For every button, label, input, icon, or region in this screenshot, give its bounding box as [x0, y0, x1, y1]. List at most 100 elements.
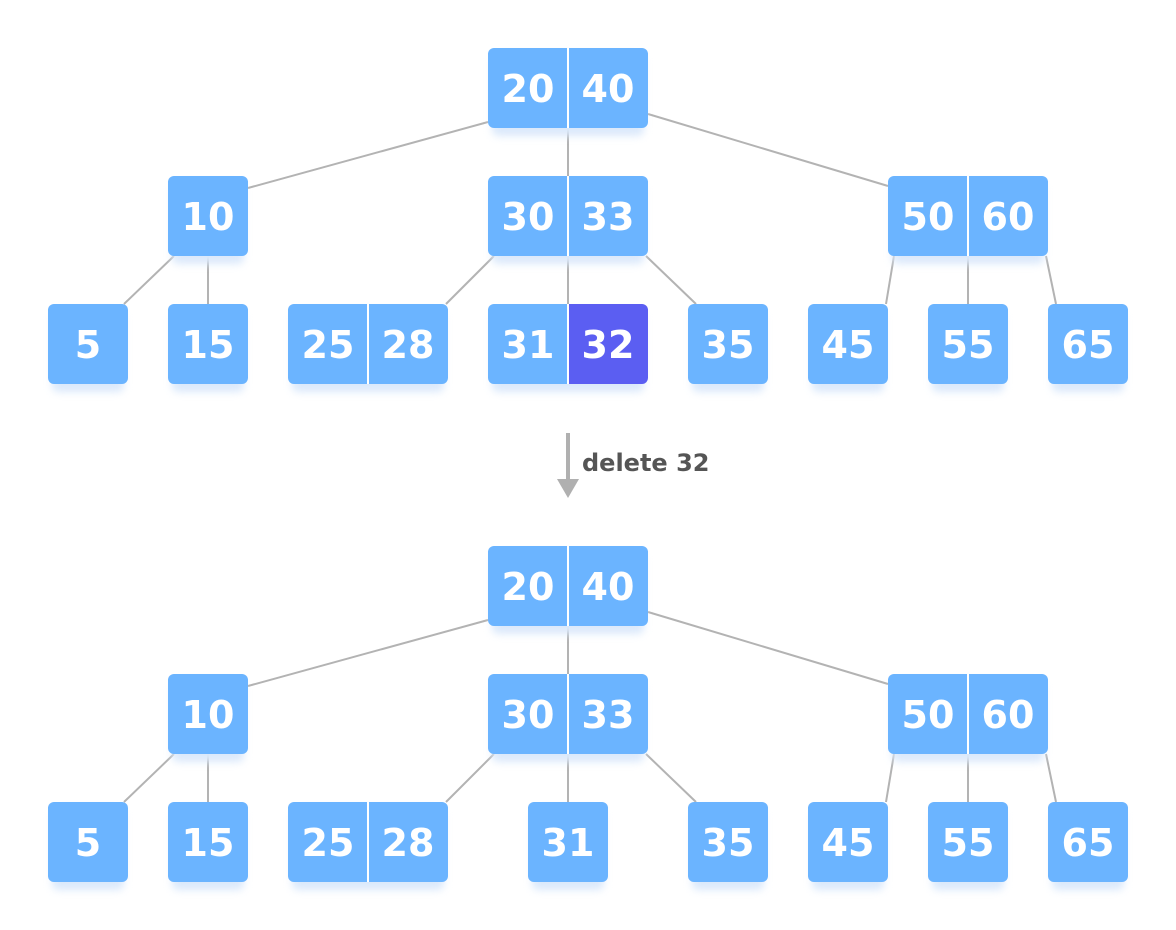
key-cell-fill	[968, 176, 976, 256]
after-leaf-node-3: 31	[528, 802, 608, 890]
key-label: 40	[582, 67, 635, 111]
key-cell	[168, 802, 248, 882]
before-leaf-node-1: 15	[168, 304, 248, 392]
key-label: 65	[1062, 323, 1115, 367]
key-cell	[288, 802, 368, 882]
key-cell	[488, 176, 568, 256]
key-cell-fill	[360, 304, 368, 384]
before-edge-root-to-internal-2	[647, 113, 889, 187]
key-label: 5	[75, 821, 101, 865]
before-internal-node-0: 10	[168, 176, 248, 264]
key-cell-fill	[368, 802, 376, 882]
key-cell-fill	[568, 546, 576, 626]
after-edge-internal-1-to-leaf-2	[445, 753, 495, 803]
key-label: 10	[182, 693, 235, 737]
key-cell-fill	[360, 802, 368, 882]
before-leaf-node-3: 31 32	[488, 304, 648, 392]
key-cell-fill	[568, 674, 576, 754]
highlighted-key-cell	[568, 304, 648, 384]
key-cell	[488, 546, 568, 626]
key-label: 50	[902, 195, 955, 239]
after-edge-root-to-internal-2	[647, 611, 889, 685]
before-leaf-node-0: 5	[48, 304, 128, 392]
key-cell	[488, 674, 568, 754]
key-label: 30	[502, 693, 555, 737]
before-leaf-node-7: 65	[1048, 304, 1128, 392]
key-cell-fill	[560, 546, 568, 626]
key-cell-fill	[568, 304, 576, 384]
key-label: 28	[382, 323, 435, 367]
key-label: 55	[942, 323, 995, 367]
key-label: 31	[542, 821, 595, 865]
tree-edges	[123, 113, 1057, 803]
key-cell	[368, 304, 448, 384]
key-cell-fill	[560, 674, 568, 754]
before-internal-node-1: 30 33	[488, 176, 648, 264]
after-leaf-node-1: 15	[168, 802, 248, 890]
key-cell-fill	[960, 176, 968, 256]
before-edge-internal-2-to-leaf-7	[1045, 255, 1057, 305]
before-edge-internal-1-to-leaf-4	[645, 255, 697, 305]
highlighted-key-label: 32	[582, 323, 635, 367]
after-edge-root-to-internal-0	[247, 619, 489, 687]
after-edge-internal-2-to-leaf-5	[885, 753, 895, 803]
key-label: 15	[182, 821, 235, 865]
key-label: 45	[822, 821, 875, 865]
key-cell-fill	[560, 176, 568, 256]
key-cell-fill	[560, 48, 568, 128]
after-edge-internal-2-to-leaf-7	[1045, 753, 1057, 803]
after-edge-internal-0-to-leaf-0	[123, 753, 175, 803]
key-cell-fill	[568, 176, 576, 256]
before-leaf-node-2: 25 28	[288, 304, 448, 392]
before-leaf-node-6: 55	[928, 304, 1008, 392]
key-cell	[808, 802, 888, 882]
before-edge-internal-0-to-leaf-0	[123, 255, 175, 305]
key-cell	[528, 802, 608, 882]
key-label: 5	[75, 323, 101, 367]
key-cell-fill	[560, 304, 568, 384]
before-leaf-node-5: 45	[808, 304, 888, 392]
key-cell	[808, 304, 888, 384]
key-label: 15	[182, 323, 235, 367]
down-arrow-icon	[557, 479, 579, 498]
after-leaf-node-0: 5	[48, 802, 128, 890]
after-edge-internal-1-to-leaf-4	[645, 753, 697, 803]
key-cell	[968, 176, 1048, 256]
key-cell-fill	[968, 674, 976, 754]
key-cell	[888, 176, 968, 256]
key-label: 30	[502, 195, 555, 239]
after-leaf-node-7: 65	[1048, 802, 1128, 890]
key-label: 33	[582, 693, 635, 737]
key-label: 25	[302, 323, 355, 367]
key-cell	[568, 176, 648, 256]
key-cell	[168, 176, 248, 256]
key-label: 35	[702, 821, 755, 865]
operation-indicator: delete 32	[557, 433, 709, 498]
key-cell-fill	[568, 48, 576, 128]
before-edge-root-to-internal-0	[247, 121, 489, 189]
key-label: 33	[582, 195, 635, 239]
key-cell	[688, 802, 768, 882]
key-cell	[568, 546, 648, 626]
key-label: 45	[822, 323, 875, 367]
key-cell	[928, 802, 1008, 882]
key-cell	[1048, 304, 1128, 384]
key-label: 50	[902, 693, 955, 737]
key-label: 10	[182, 195, 235, 239]
key-label: 31	[502, 323, 555, 367]
key-cell	[488, 48, 568, 128]
key-cell	[168, 304, 248, 384]
key-cell	[928, 304, 1008, 384]
key-cell	[568, 674, 648, 754]
key-label: 28	[382, 821, 435, 865]
key-label: 65	[1062, 821, 1115, 865]
key-label: 25	[302, 821, 355, 865]
key-label: 35	[702, 323, 755, 367]
before-edge-internal-2-to-leaf-5	[885, 255, 895, 305]
